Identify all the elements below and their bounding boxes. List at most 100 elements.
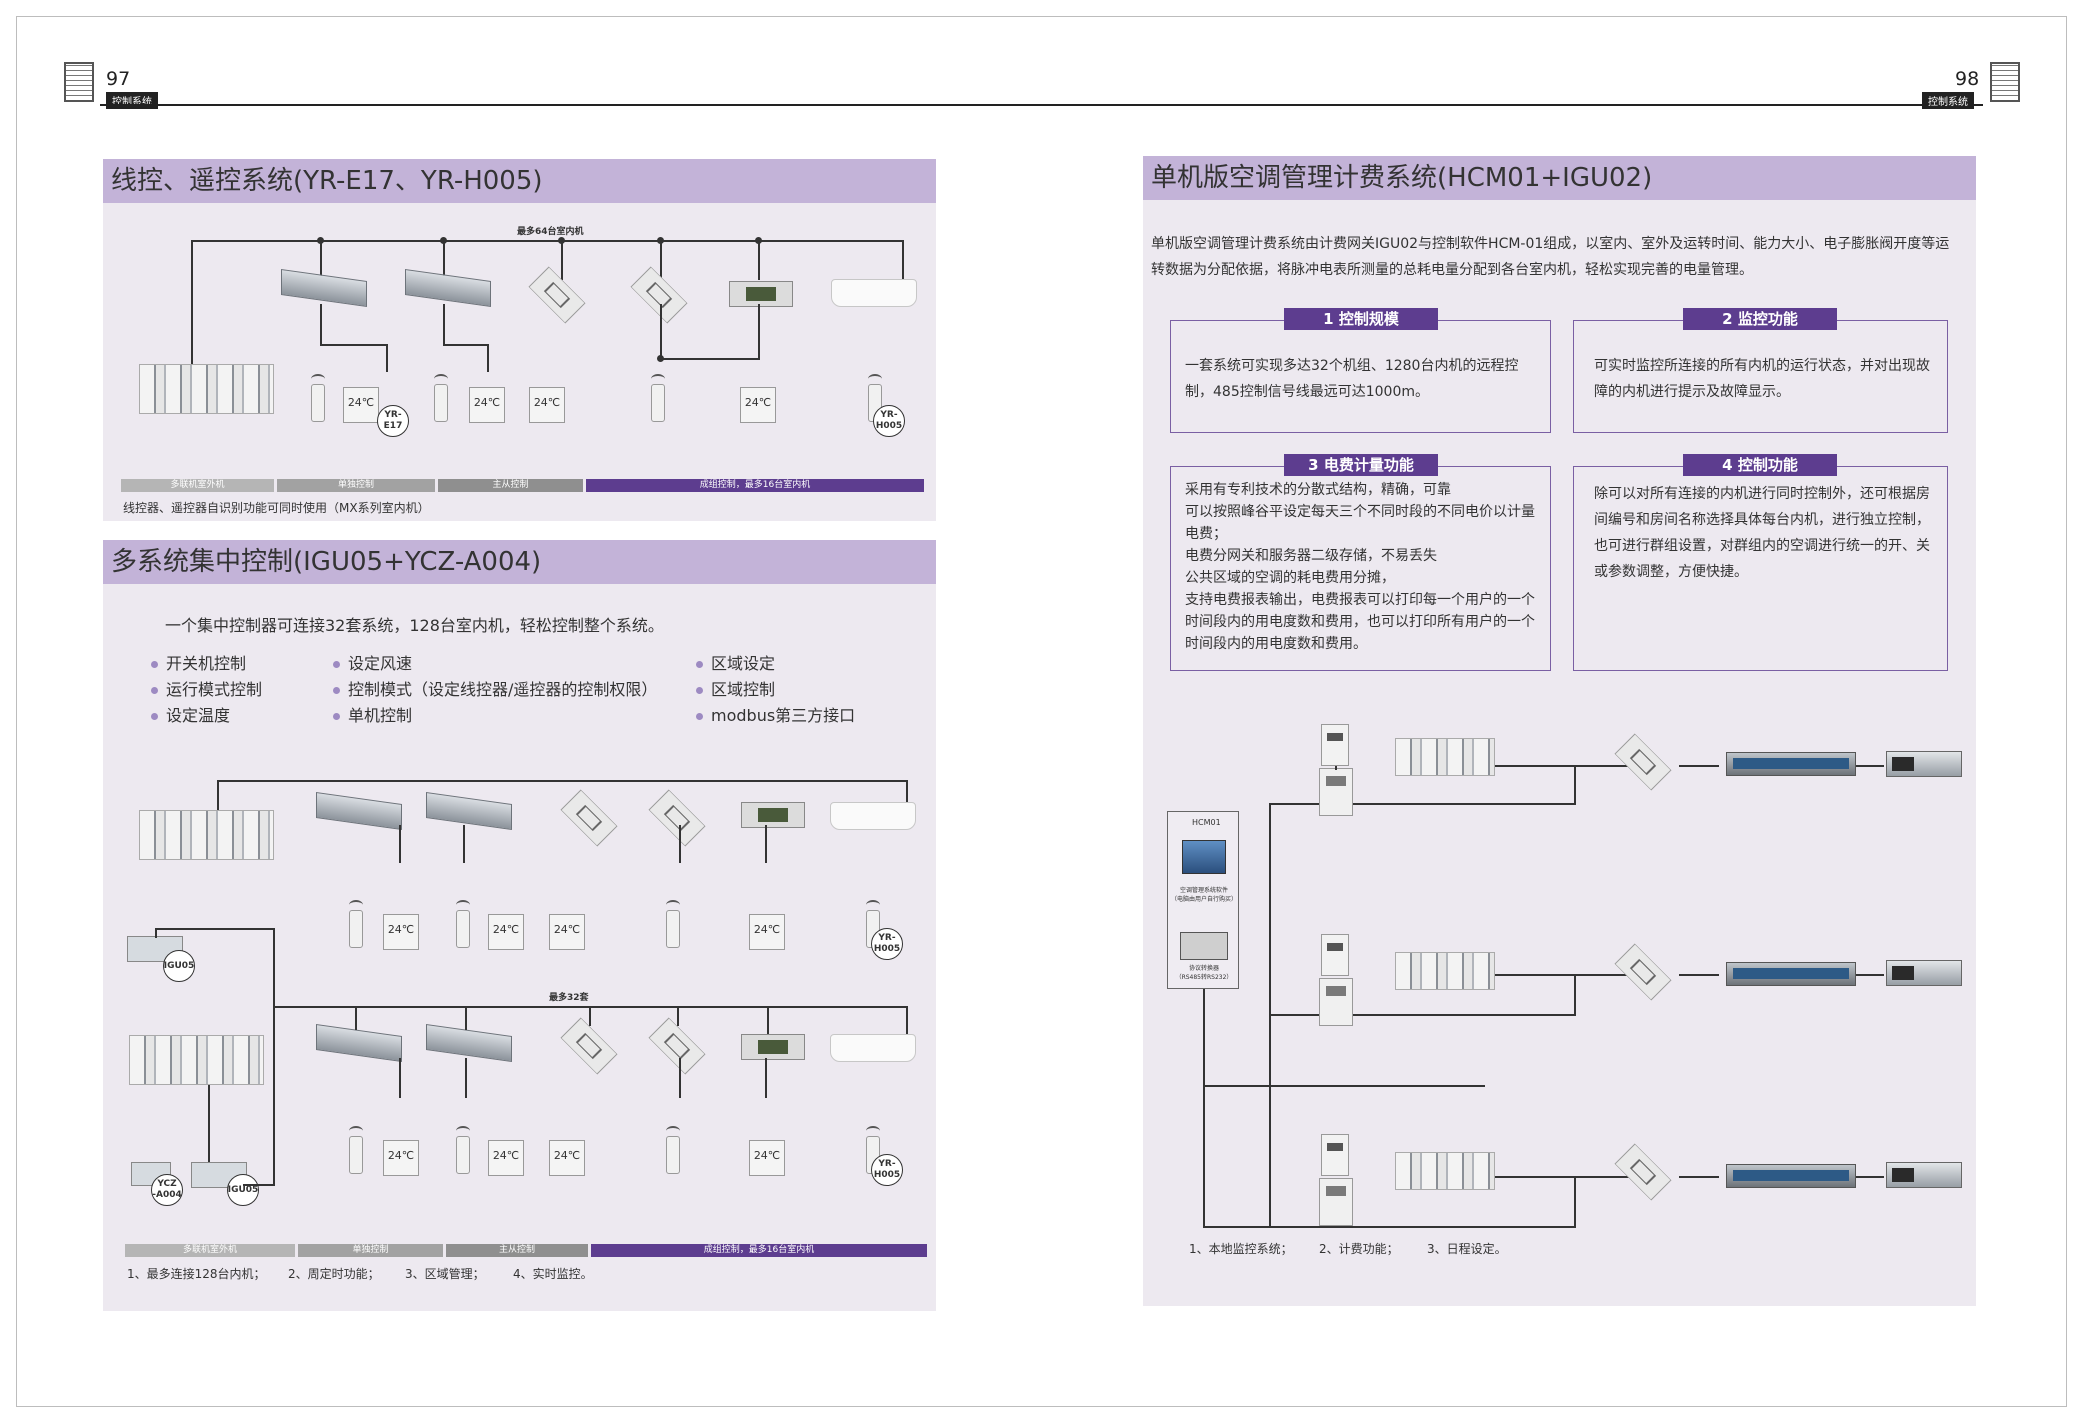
converter-label: 协议转换器 （RS485转RS232） [1175, 965, 1233, 981]
yr-h005-badge: YR- H005 [871, 928, 903, 960]
igu05-badge: IGU05 [227, 1174, 259, 1206]
feature-item: 区域设定 [696, 650, 775, 674]
bus-line [191, 240, 903, 242]
outdoor-unit-icon [129, 1035, 264, 1085]
outdoor-unit-icon [139, 364, 274, 414]
bus-label: 最多32套 [549, 993, 589, 1003]
header-rule [100, 104, 1983, 106]
feature-item: modbus第三方接口 [696, 702, 855, 726]
feature-item: 区域控制 [696, 676, 775, 700]
feature-box-text: 采用有专利技术的分散式结构，精确，可靠 可以按照峰谷平设定每天三个不同时段的不同… [1185, 482, 1535, 652]
panel-note: 3、区域管理； [405, 1267, 485, 1281]
duct-unit-icon [1726, 752, 1856, 776]
panel-note: 2、周定时功能； [288, 1267, 380, 1281]
outdoor-unit-icon [1395, 738, 1495, 776]
cassette-unit-icon [560, 789, 618, 847]
wall-unit-icon [830, 802, 916, 830]
wired-controller-icon: 24℃ [383, 914, 419, 950]
billing-system-panel: 单机版空调管理计费系统(HCM01+IGU02) 单机版空调管理计费系统由计费网… [1143, 156, 1976, 1306]
bus-label: 最多64台室内机 [517, 227, 584, 237]
duct-unit-icon [316, 791, 402, 831]
cassette-unit-icon [648, 789, 706, 847]
panel-note: 1、最多连接128台内机； [127, 1267, 266, 1281]
cassette-unit-icon [648, 1017, 706, 1075]
igu05-badge: IGU05 [163, 950, 195, 982]
cassette-unit-icon [528, 266, 586, 324]
feature-box-1: 一套系统可实现多达32个机组、1280台内机的远程控制，485控制信号线最远可达… [1170, 320, 1551, 433]
left-section-tag: 控制系统 [106, 92, 158, 109]
remote-control-icon [349, 910, 363, 948]
legend-individual: 单独控制 [298, 1244, 443, 1257]
legend-outdoor: 多联机室外机 [121, 479, 274, 492]
panel-title: 多系统集中控制(IGU05+YCZ-A004) [103, 540, 936, 584]
feature-box-text: 除可以对所有连接的内机进行同时控制外，还可根据房间编号和房间名称选择具体每台内机… [1594, 486, 1930, 580]
duct-unit-icon [1726, 1164, 1856, 1188]
panel-intro: 单机版空调管理计费系统由计费网关IGU02与控制软件HCM-01组成，以室内、室… [1151, 236, 1950, 278]
remote-control-icon [456, 1136, 470, 1174]
panel-title: 单机版空调管理计费系统(HCM01+IGU02) [1143, 156, 1976, 200]
feature-item: 运行模式控制 [151, 676, 262, 700]
legend-outdoor: 多联机室外机 [125, 1244, 295, 1257]
outdoor-unit-icon [1395, 952, 1495, 990]
wired-controller-icon: 24℃ [749, 914, 785, 950]
feature-item: 设定风速 [333, 650, 412, 674]
meter-icon [1321, 724, 1349, 766]
wired-controller-icon: 24℃ [740, 387, 776, 423]
gateway-icon [1319, 978, 1353, 1026]
duct-unit-icon [426, 791, 512, 831]
legend-master-slave: 主从控制 [446, 1244, 588, 1257]
feature-item: 控制模式（设定线控器/遥控器的控制权限） [333, 676, 657, 700]
remote-control-icon [456, 910, 470, 948]
yr-h005-badge: YR- H005 [871, 1154, 903, 1186]
feature-box-title: 1 控制规模 [1284, 308, 1438, 330]
yr-h005-badge: YR- H005 [873, 405, 905, 437]
wired-controller-icon: 24℃ [749, 1140, 785, 1176]
panel-note: 2、计费功能； [1319, 1242, 1399, 1256]
cassette-unit-icon [560, 1017, 618, 1075]
air-handler-icon [729, 281, 793, 307]
right-page-number: 98 [1955, 68, 1980, 90]
remote-control-icon [311, 384, 325, 422]
remote-control-icon [666, 1136, 680, 1174]
feature-box-title: 3 电费计量功能 [1284, 454, 1438, 476]
remote-control-icon [651, 384, 665, 422]
legend-individual: 单独控制 [277, 479, 435, 492]
book-icon [64, 62, 94, 102]
outdoor-unit-icon [1395, 1152, 1495, 1190]
air-handler-icon [741, 1034, 805, 1060]
feature-box-text: 一套系统可实现多达32个机组、1280台内机的远程控制，485控制信号线最远可达… [1185, 358, 1519, 400]
feature-box-text: 可实时监控所连接的所有内机的运行状态，并对出现故障的内机进行提示及故障显示。 [1594, 358, 1930, 400]
wired-controller-icon: 24℃ [549, 1140, 585, 1176]
panel-note: 线控器、遥控器自识别功能可同时使用（MX系列室内机） [123, 501, 430, 515]
feature-item: 开关机控制 [151, 650, 246, 674]
panel-title: 线控、遥控系统(YR-E17、YR-H005) [103, 159, 936, 203]
cassette-unit-icon [1614, 943, 1672, 1001]
duct-unit-icon [1886, 1162, 1962, 1188]
gateway-icon [1319, 1178, 1353, 1226]
central-control-panel: 多系统集中控制(IGU05+YCZ-A004) 一个集中控制器可连接32套系统，… [103, 540, 936, 1311]
meter-icon [1321, 1134, 1349, 1176]
duct-unit-icon [1886, 960, 1962, 986]
cassette-unit-icon [1614, 733, 1672, 791]
feature-item: 单机控制 [333, 702, 412, 726]
panel-note: 1、本地监控系统； [1189, 1242, 1293, 1256]
wired-controller-icon: 24℃ [549, 914, 585, 950]
panel-note: 4、实时监控。 [513, 1267, 593, 1281]
book-icon [1990, 62, 2020, 102]
air-handler-icon [741, 802, 805, 828]
wired-remote-control-panel: 线控、遥控系统(YR-E17、YR-H005) 最多64台室内机 24℃ YR-… [103, 159, 936, 521]
duct-unit-icon [281, 268, 367, 308]
duct-unit-icon [1886, 751, 1962, 777]
computer-icon [1182, 840, 1226, 874]
left-page-number: 97 [106, 68, 131, 90]
wired-controller-icon: 24℃ [383, 1140, 419, 1176]
legend-group: 成组控制，最多16台室内机 [586, 479, 924, 492]
panel-intro: 一个集中控制器可连接32套系统，128台室内机，轻松控制整个系统。 [165, 616, 664, 635]
gateway-icon [1319, 768, 1353, 816]
wired-controller-icon: 24℃ [469, 387, 505, 423]
wired-controller-icon: 24℃ [343, 387, 379, 423]
wired-controller-icon: 24℃ [529, 387, 565, 423]
remote-control-icon [434, 384, 448, 422]
cassette-unit-icon [630, 266, 688, 324]
remote-control-icon [349, 1136, 363, 1174]
